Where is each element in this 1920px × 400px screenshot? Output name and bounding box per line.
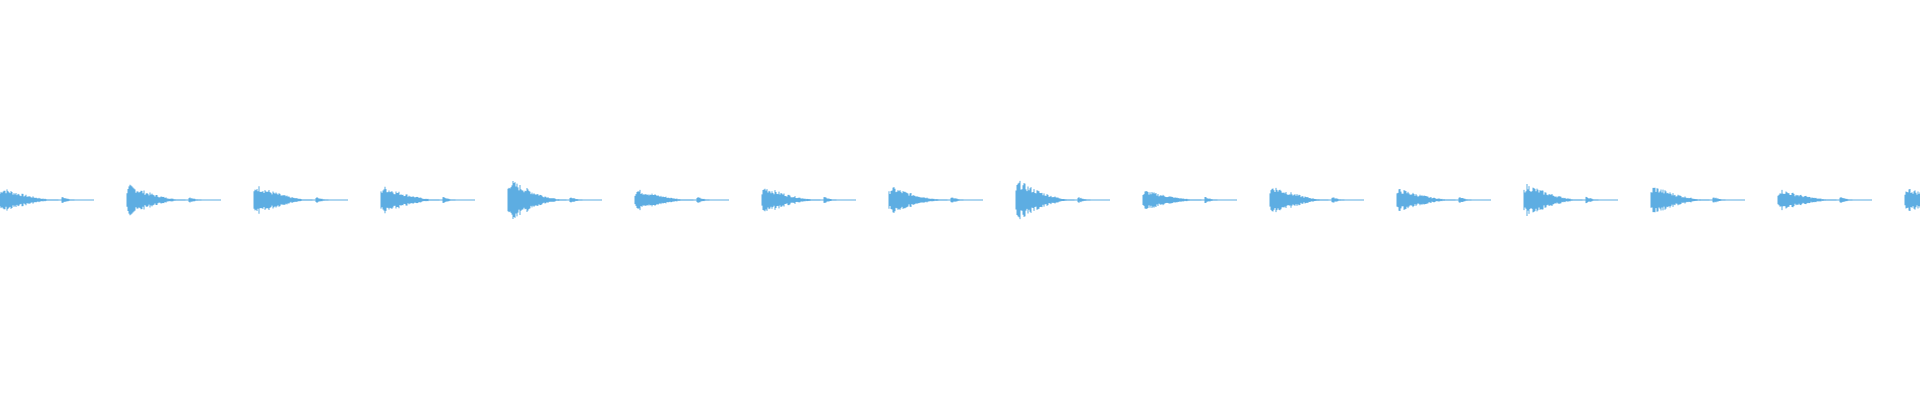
waveform-hit xyxy=(1650,187,1745,213)
waveform-hit-shape xyxy=(1650,187,1745,213)
waveform-hit xyxy=(1142,191,1237,209)
waveform-hit xyxy=(253,186,348,214)
waveform-hit-shape xyxy=(1523,183,1618,217)
waveform-hit xyxy=(1015,180,1110,220)
waveform-hit-shape xyxy=(888,187,983,213)
waveform-hit-shape xyxy=(0,189,94,211)
waveform-hit xyxy=(1523,183,1618,217)
waveform-hit xyxy=(634,189,729,211)
waveform-hit xyxy=(1269,187,1364,213)
waveform-hit xyxy=(888,187,983,213)
waveform-hit-shape xyxy=(1777,189,1872,211)
waveform-hit xyxy=(507,180,602,220)
waveform-hit xyxy=(1396,189,1491,211)
waveform-hit xyxy=(380,186,475,214)
waveform-hit-shape xyxy=(1142,191,1237,209)
waveform-hit-shape xyxy=(253,186,348,214)
waveform-hit-shape xyxy=(1015,180,1110,220)
waveform-hit-shape xyxy=(1269,187,1364,213)
waveform-hit-shape xyxy=(761,188,856,212)
waveform-hit-shape xyxy=(634,189,729,211)
waveform-hit-shape xyxy=(507,180,602,220)
waveform-hit-shape xyxy=(1904,189,1920,211)
waveform-hit-shape xyxy=(126,184,221,216)
waveform-hit-shape xyxy=(380,186,475,214)
waveform-hit xyxy=(1777,189,1872,211)
waveform-hit xyxy=(761,188,856,212)
waveform-hit xyxy=(1904,189,1920,211)
waveform-hit xyxy=(0,189,94,211)
waveform-hits-group xyxy=(0,180,1920,220)
waveform-hit-shape xyxy=(1396,189,1491,211)
waveform-hit xyxy=(126,184,221,216)
